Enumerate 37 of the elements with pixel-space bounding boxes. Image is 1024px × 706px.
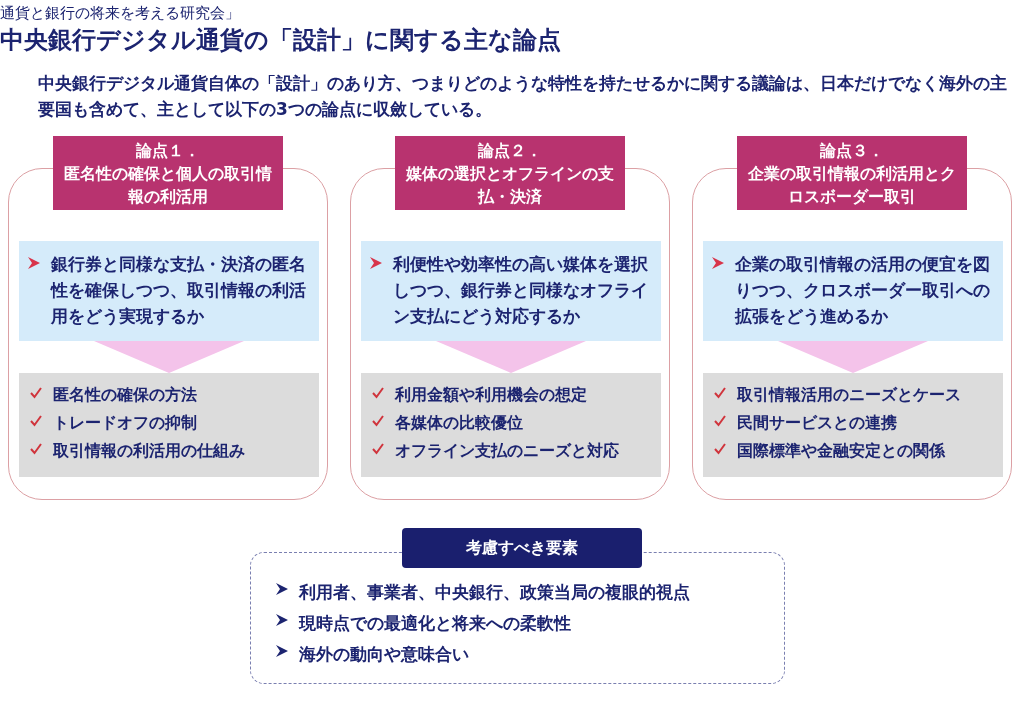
intro-paragraph: 中央銀行デジタル通貨自体の「設計」のあり方、つまりどのような特性を持たせるかに関する議論は、日本だけでなく海外の主要国も含めて、主として以下の3つの論点に収斂している。 — [38, 72, 1008, 121]
point-number: 論点１． — [135, 140, 201, 162]
checklist-item: 取引情報活用のニーズとケース — [737, 384, 961, 406]
point-title: 企業の取引情報の利活用とクロスボーダー取引 — [747, 163, 957, 208]
checklist-item: 各媒体の比較優位 — [395, 412, 523, 434]
chevron-arrow — [94, 341, 244, 373]
title-banner — [395, 136, 625, 210]
question-box — [19, 241, 319, 341]
chevron-arrow — [436, 341, 586, 373]
question-text: 銀行券と同様な支払・決済の匿名性を確保しつつ、取引情報の利活用をどう実現するか — [51, 253, 307, 328]
question-box — [703, 241, 1003, 341]
question-text: 利便性や効率性の高い媒体を選択しつつ、銀行券と同様なオフライン支払にどう対応するか — [393, 253, 649, 328]
checklist-box — [703, 373, 1003, 477]
title-banner — [737, 136, 967, 210]
source-label: 通貨と銀行の将来を考える研究会」 — [0, 3, 241, 24]
checklist-box — [19, 373, 319, 477]
question-box — [361, 241, 661, 341]
chevron-arrow — [778, 341, 928, 373]
checklist-item: 国際標準や金融安定との関係 — [737, 440, 945, 462]
point-title: 匿名性の確保と個人の取引情報の利活用 — [63, 163, 273, 208]
point-number: 論点２． — [477, 140, 543, 162]
section-heading: 考慮すべき要素 — [402, 528, 642, 568]
title-banner — [53, 136, 283, 210]
factor-item: 海外の動向や意味合い — [299, 643, 469, 666]
page-title: 中央銀行デジタル通貨の「設計」に関する主な論点 — [0, 25, 561, 56]
checklist-item: 取引情報の利活用の仕組み — [53, 440, 245, 462]
checklist-item: 利用金額や利用機会の想定 — [395, 384, 587, 406]
checklist-item: 民間サービスとの連携 — [737, 412, 897, 434]
point-number: 論点３． — [819, 140, 885, 162]
question-text: 企業の取引情報の活用の便宜を図りつつ、クロスボーダー取引への拡張をどう進めるか — [735, 253, 991, 328]
point-title: 媒体の選択とオフラインの支払・決済 — [404, 163, 615, 208]
checklist-item: オフライン支払のニーズと対応 — [395, 440, 619, 462]
checklist-item: トレードオフの抑制 — [53, 412, 197, 434]
checklist-box — [361, 373, 661, 477]
factor-item: 利用者、事業者、中央銀行、政策当局の複眼的視点 — [299, 581, 690, 604]
factor-item: 現時点での最適化と将来への柔軟性 — [299, 612, 571, 635]
checklist-item: 匿名性の確保の方法 — [53, 384, 197, 406]
